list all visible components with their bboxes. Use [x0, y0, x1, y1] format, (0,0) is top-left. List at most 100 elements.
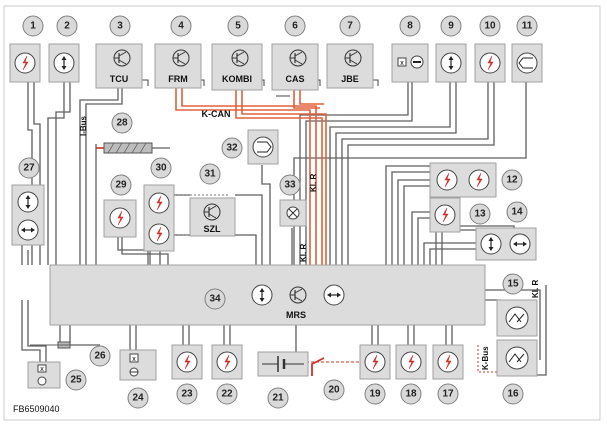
component-28-cartridge — [96, 142, 153, 154]
callout-2: 2 — [56, 15, 78, 37]
kl-r-label-2: Kl. R — [299, 244, 308, 262]
svg-text:3: 3 — [117, 21, 123, 32]
svg-text:11: 11 — [522, 21, 533, 32]
callout-29: 29 — [110, 174, 132, 196]
callout-10: 10 — [479, 15, 501, 37]
component-23-airbag — [171, 344, 203, 380]
component-29-airbag — [103, 199, 137, 238]
callout-17: 17 — [437, 383, 459, 405]
component-22-airbag — [211, 344, 243, 380]
component-18-airbag — [395, 344, 427, 380]
tcu-module: TCU — [95, 43, 143, 89]
jbe-module: JBE — [326, 43, 374, 89]
svg-text:17: 17 — [442, 389, 454, 400]
i-bus-label: I-Bus — [79, 115, 88, 136]
svg-text:19: 19 — [369, 389, 381, 400]
callout-25: 25 — [65, 369, 87, 391]
callouts: 1 2 3 4 5 6 7 8 9 10 11 12 13 14 15 16 1… — [18, 15, 538, 409]
component-32-sensor — [247, 129, 279, 165]
callout-27: 27 — [18, 157, 40, 179]
svg-text:6: 6 — [292, 21, 298, 32]
svg-text:2: 2 — [64, 21, 70, 32]
callout-16: 16 — [502, 383, 524, 405]
callout-7: 7 — [339, 15, 361, 37]
callout-31: 31 — [199, 163, 221, 185]
svg-text:x: x — [400, 60, 404, 67]
svg-text:8: 8 — [407, 21, 413, 32]
svg-text:24: 24 — [132, 393, 144, 404]
svg-text:27: 27 — [23, 163, 35, 174]
callout-22: 22 — [216, 383, 238, 405]
frm-label: FRM — [168, 74, 188, 84]
callout-9: 9 — [440, 15, 462, 37]
svg-text:16: 16 — [507, 389, 519, 400]
svg-text:25: 25 — [70, 375, 82, 386]
component-16-sensor — [496, 339, 538, 377]
k-can-wires — [175, 88, 327, 265]
k-bus-label: K-Bus — [481, 346, 490, 370]
svg-text:1: 1 — [30, 21, 36, 32]
component-25-unit: x — [27, 361, 61, 389]
component-11-sensor — [511, 43, 543, 83]
svg-text:20: 20 — [328, 385, 340, 396]
component-10-airbag — [474, 43, 506, 83]
callout-30: 30 — [150, 157, 172, 179]
svg-text:34: 34 — [209, 294, 221, 305]
kombi-label: KOMBI — [222, 74, 252, 84]
component-17-airbag — [432, 344, 464, 380]
tcu-label: TCU — [110, 74, 129, 84]
svg-text:x: x — [132, 356, 136, 363]
component-24-unit: x — [119, 349, 157, 381]
callout-32: 32 — [221, 137, 243, 159]
callout-3: 3 — [109, 15, 131, 37]
svg-text:31: 31 — [204, 169, 216, 180]
callout-20: 20 — [323, 379, 345, 401]
kl-r-label-3: Kl. R — [531, 280, 540, 298]
svg-text:12: 12 — [506, 175, 518, 186]
callout-13: 13 — [469, 203, 491, 225]
component-19-airbag — [359, 344, 391, 380]
callout-14: 14 — [506, 201, 528, 223]
callout-15: 15 — [502, 273, 524, 295]
svg-text:32: 32 — [226, 143, 238, 154]
svg-text:7: 7 — [347, 21, 353, 32]
callout-28: 28 — [111, 112, 133, 134]
component-13-airbag — [429, 197, 461, 233]
component-27-sensors — [11, 184, 45, 246]
component-9-sensor — [435, 43, 467, 83]
svg-text:9: 9 — [448, 21, 454, 32]
frm-module: FRM — [154, 43, 202, 89]
callout-11: 11 — [516, 15, 538, 37]
callout-19: 19 — [364, 383, 386, 405]
callout-1: 1 — [22, 15, 44, 37]
svg-text:30: 30 — [155, 163, 167, 174]
component-33-lamp — [279, 199, 307, 227]
callout-21: 21 — [267, 387, 289, 409]
cas-label: CAS — [285, 74, 304, 84]
callout-5: 5 — [227, 15, 249, 37]
figure-id: FB6509040 — [13, 404, 60, 414]
svg-text:23: 23 — [181, 389, 193, 400]
callout-8: 8 — [399, 15, 421, 37]
svg-text:10: 10 — [484, 21, 496, 32]
component-12-airbags — [429, 162, 497, 198]
callout-33: 33 — [279, 174, 301, 196]
component-21-switch — [257, 351, 309, 377]
svg-text:18: 18 — [405, 389, 417, 400]
cas-module: CAS — [271, 43, 319, 91]
callout-12: 12 — [501, 169, 523, 191]
k-can-label: K-CAN — [202, 109, 231, 119]
szl-module: SZL — [174, 194, 236, 237]
callout-24: 24 — [127, 387, 149, 409]
svg-text:x: x — [40, 366, 44, 373]
callout-6: 6 — [284, 15, 306, 37]
component-30-airbags — [143, 184, 175, 252]
kl-r-label-1: Kl. R — [309, 174, 318, 192]
svg-text:28: 28 — [116, 118, 128, 129]
callout-23: 23 — [176, 383, 198, 405]
component-15-sensor — [496, 299, 538, 337]
callout-26: 26 — [89, 345, 111, 367]
component-14-sensors — [475, 227, 537, 261]
